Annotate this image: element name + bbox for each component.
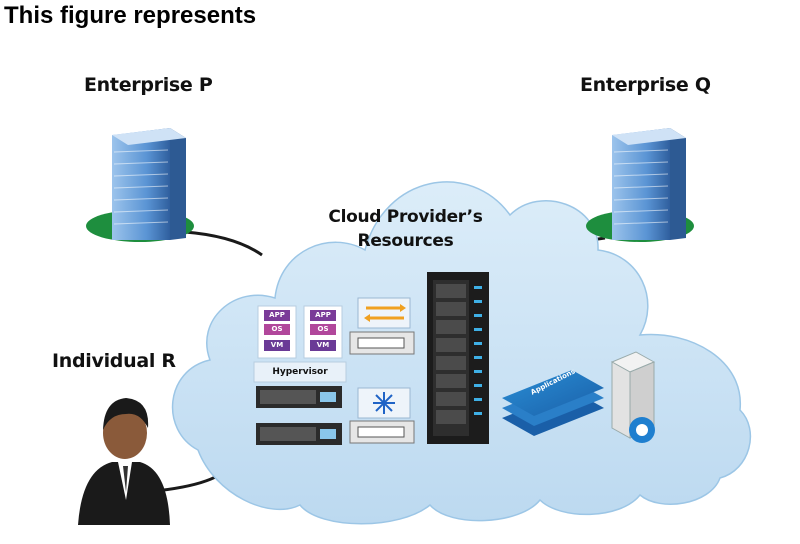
vm2-os-tag: OS: [310, 324, 336, 335]
server-rack-icon: [427, 272, 489, 444]
network-switch-icon: [349, 297, 415, 355]
server-unit-2: [256, 423, 342, 445]
cloud-title-line1: Cloud Provider’s: [328, 207, 483, 227]
vm1-vm-tag: VM: [264, 340, 290, 351]
enterprise-q-building-icon: [586, 128, 694, 242]
vm1-os-tag: OS: [264, 324, 290, 335]
cloud-title: Cloud Provider’s Resources: [318, 205, 493, 253]
cloud-title-line2: Resources: [357, 231, 454, 251]
enterprise-q-label: Enterprise Q: [580, 74, 711, 96]
connector-enterprise-p: [184, 230, 263, 257]
enterprise-p-label: Enterprise P: [84, 74, 213, 96]
vm2-app-tag: APP: [310, 310, 336, 321]
hypervisor-label: Hypervisor: [272, 367, 328, 377]
enterprise-p-building-icon: [86, 128, 194, 242]
server-unit-1: [256, 386, 342, 408]
individual-r-label: Individual R: [52, 350, 176, 372]
individual-r-person-icon: [78, 398, 170, 525]
applications-stack-icon: [502, 370, 604, 436]
vm2-vm-tag: VM: [310, 340, 336, 351]
hypervisor-box: [253, 361, 347, 383]
vm1-app-tag: APP: [264, 310, 290, 321]
data-server-icon: [610, 351, 656, 443]
figure-heading: This figure represents: [4, 2, 257, 29]
router-icon: [349, 387, 415, 444]
